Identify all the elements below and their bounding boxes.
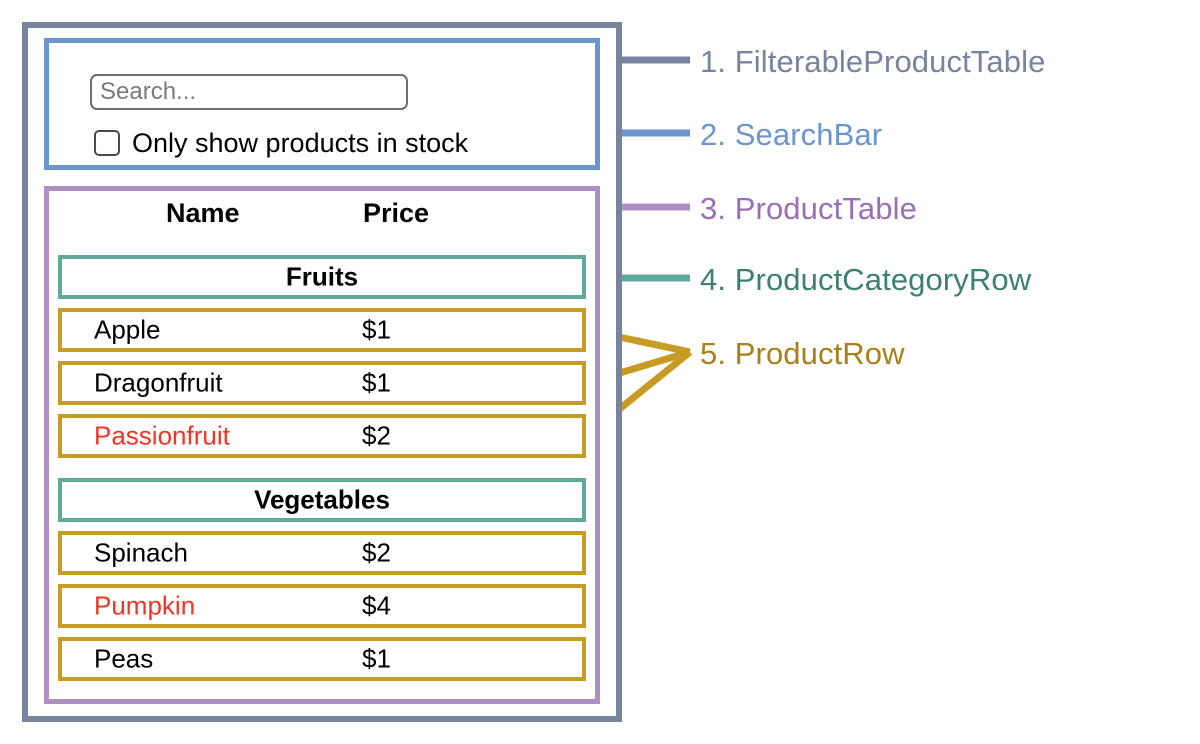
product-row: Spinach $2 [58, 531, 586, 575]
category-label: Fruits [285, 261, 359, 292]
legend-item-filterable-product-table: 1. FilterableProductTable [700, 44, 1046, 79]
search-input[interactable]: Search... [90, 74, 408, 110]
product-name: Spinach [94, 537, 188, 568]
column-header-price: Price [363, 198, 430, 228]
product-name: Peas [94, 643, 154, 674]
product-name: Dragonfruit [94, 367, 223, 398]
table-header-row: Name Price [58, 198, 586, 244]
product-name: Passionfruit [94, 420, 230, 451]
legend-item-product-row: 5. ProductRow [700, 336, 905, 371]
category-label: Vegetables [254, 484, 390, 515]
product-row: Passionfruit $2 [58, 414, 586, 458]
product-price: $2 [362, 537, 391, 568]
legend-item-search-bar: 2. SearchBar [700, 117, 883, 152]
product-price: $1 [362, 314, 391, 345]
product-category-row: Fruits [58, 255, 586, 299]
product-row: Pumpkin $4 [58, 584, 586, 628]
in-stock-checkbox-label: Only show products in stock [132, 127, 469, 158]
product-row: Peas $1 [58, 637, 586, 681]
legend-item-product-category-row: 4. ProductCategoryRow [700, 262, 1032, 297]
product-category-row: Vegetables [58, 478, 586, 522]
product-row: Apple $1 [58, 308, 586, 352]
product-price: $2 [362, 420, 391, 451]
column-header-name: Name [166, 198, 240, 228]
product-price: $1 [362, 643, 391, 674]
product-price: $4 [362, 590, 391, 621]
product-name: Pumpkin [94, 590, 196, 621]
product-name: Apple [94, 314, 161, 345]
checkbox-icon[interactable] [94, 130, 120, 156]
product-row: Dragonfruit $1 [58, 361, 586, 405]
product-price: $1 [362, 367, 391, 398]
legend-item-product-table: 3. ProductTable [700, 191, 917, 226]
in-stock-checkbox-row[interactable]: Only show products in stock [94, 126, 468, 160]
